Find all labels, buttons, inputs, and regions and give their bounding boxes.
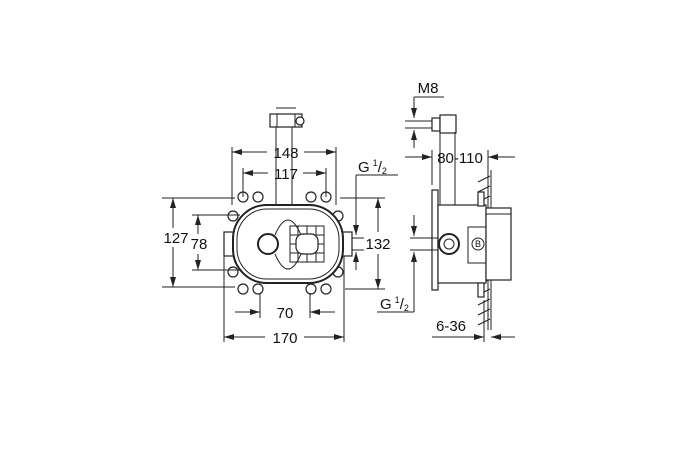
- dim-148: 148: [273, 145, 298, 162]
- diverter-knob: [257, 233, 279, 255]
- upper-arc: [274, 219, 302, 236]
- screw-nut: [431, 117, 441, 132]
- dim-78: 78: [191, 236, 208, 253]
- lower-arc: [274, 253, 302, 270]
- top-fitting: [269, 107, 305, 205]
- dim-80-110: 80-110: [437, 150, 483, 167]
- valve-body-outline: [232, 204, 344, 284]
- cartridge-housing: [485, 207, 512, 281]
- outlet-port: [438, 233, 460, 255]
- dim-132: 132: [365, 236, 390, 253]
- cartridge-grid: [289, 225, 325, 263]
- dim-6-36: 6-36: [436, 318, 466, 335]
- dim-117: 117: [274, 166, 298, 183]
- lower-clip: [477, 282, 485, 298]
- dim-m8: M8: [418, 80, 439, 97]
- b-marker: B: [475, 239, 481, 249]
- dim-170: 170: [272, 330, 297, 347]
- dim-70: 70: [277, 305, 294, 322]
- marker-plate: [467, 226, 487, 264]
- valve-body-inner: [236, 208, 340, 280]
- upper-clip: [477, 191, 485, 207]
- b-marker-circle: [471, 237, 485, 251]
- side-fitting: [439, 114, 457, 134]
- mounting-plate: [431, 189, 439, 291]
- dim-127: 127: [163, 230, 188, 247]
